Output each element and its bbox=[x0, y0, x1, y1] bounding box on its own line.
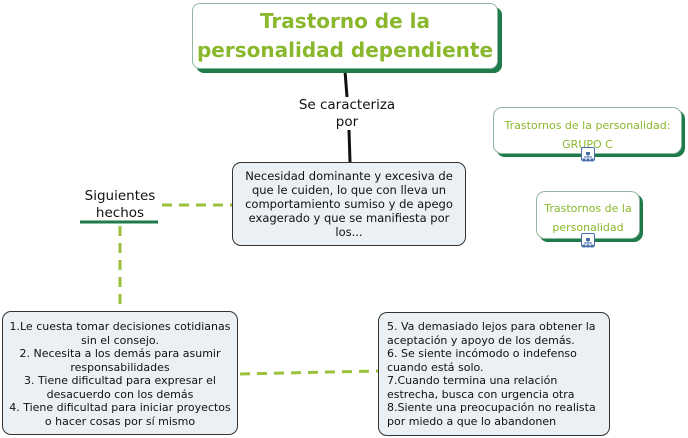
related-map-label: Trastornos de la personalidad: GRUPO C bbox=[504, 119, 671, 151]
list-to-list-line bbox=[239, 369, 379, 376]
facts-left-topic[interactable]: 1.Le cuesta tomar decisiones cotidianas … bbox=[2, 311, 238, 435]
title-to-label-line bbox=[343, 70, 349, 98]
submap-icon[interactable] bbox=[581, 233, 595, 248]
description-topic[interactable]: Necesidad dominante y excesiva de que le… bbox=[232, 162, 466, 246]
description-text: Necesidad dominante y excesiva de que le… bbox=[245, 169, 453, 239]
related-map-personalidad[interactable]: Trastornos de la personalidad bbox=[536, 191, 640, 239]
label-to-description-line bbox=[347, 129, 352, 163]
fact-item: 6. Se siente incómodo o indefenso cuando… bbox=[387, 347, 577, 374]
fact-item: 2. Necesita a los demás para asumir resp… bbox=[19, 347, 221, 374]
connector-label: Se caracteriza por bbox=[298, 97, 396, 130]
related-map-label: Trastornos de la personalidad bbox=[544, 202, 632, 234]
fact-item: 8.Siente una preocupación no realista po… bbox=[387, 401, 596, 428]
central-topic[interactable]: Trastorno de la personalidad dependiente bbox=[192, 3, 498, 69]
central-topic-text: Trastorno de la personalidad dependiente bbox=[196, 9, 494, 62]
fact-item: 4. Tiene dificultad para iniciar proyect… bbox=[9, 401, 231, 428]
branch-label: Siguientes hechos bbox=[84, 188, 156, 221]
fact-item: 1.Le cuesta tomar decisiones cotidianas … bbox=[9, 320, 231, 347]
related-map-grupo-c[interactable]: Trastornos de la personalidad: GRUPO C bbox=[493, 107, 682, 154]
fact-item: 7.Cuando termina una relación estrecha, … bbox=[387, 374, 575, 401]
submap-icon[interactable] bbox=[581, 147, 595, 162]
facts-right-topic[interactable]: 5. Va demasiado lejos para obtener la ac… bbox=[378, 312, 610, 436]
fact-item: 5. Va demasiado lejos para obtener la ac… bbox=[387, 320, 596, 347]
fact-item: 3. Tiene dificultad para expresar el des… bbox=[24, 374, 216, 401]
